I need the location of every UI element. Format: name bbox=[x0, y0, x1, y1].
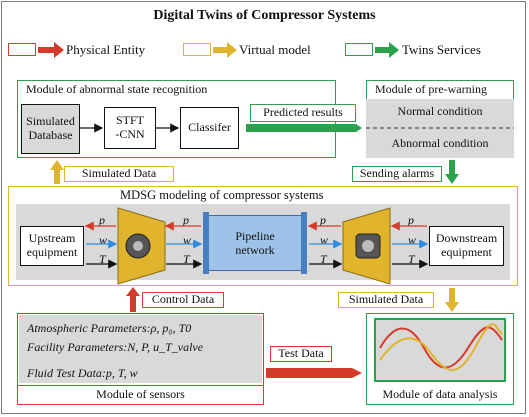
normal-condition-label: Normal condition bbox=[397, 104, 483, 119]
simulated-data-bottom-label: Simulated Data bbox=[338, 292, 434, 308]
var-p-1: p bbox=[99, 213, 105, 227]
simulated-database-box: Simulated Database bbox=[21, 104, 80, 154]
compressor-right-hub bbox=[362, 240, 374, 252]
recognition-title: Module of abnormal state recognition bbox=[26, 82, 208, 96]
var-w-1: w bbox=[99, 233, 108, 247]
upstream-equipment-box: Upstream equipment bbox=[20, 226, 84, 266]
sensors-title: Module of sensors bbox=[96, 387, 185, 402]
legend-services-arrow bbox=[375, 42, 399, 58]
sending-alarms-label: Sending alarms bbox=[352, 166, 442, 182]
flow-arrows-segment-3 bbox=[307, 221, 343, 269]
var-t-4: T bbox=[408, 252, 415, 266]
prewarning-title: Module of pre-warning bbox=[375, 82, 487, 96]
predicted-results-arrow bbox=[246, 124, 362, 132]
var-t-3: T bbox=[320, 252, 327, 266]
legend-virtual-arrow bbox=[213, 42, 237, 58]
sensors-divider bbox=[17, 385, 264, 386]
sending-alarms-arrow bbox=[445, 160, 459, 184]
var-w-3: w bbox=[320, 233, 329, 247]
legend-virtual-label: Virtual model bbox=[239, 42, 311, 57]
simulated-data-down-arrow bbox=[445, 288, 459, 312]
analysis-title: Module of data analysis bbox=[382, 387, 498, 402]
var-p-2: p bbox=[183, 213, 189, 227]
flow-arrows-segment-2 bbox=[164, 221, 203, 269]
flow-arrows-segment-4 bbox=[390, 221, 429, 269]
var-w-4: w bbox=[408, 233, 417, 247]
sensors-body bbox=[19, 315, 262, 383]
simulated-data-up-arrow bbox=[50, 160, 64, 184]
test-data-label: Test Data bbox=[270, 346, 332, 362]
pipeline-flange-left bbox=[203, 212, 209, 274]
downstream-equipment-box: Downstream equipment bbox=[429, 226, 504, 266]
mdsg-title: MDSG modeling of compressor systems bbox=[120, 188, 324, 202]
var-t-2: T bbox=[183, 252, 190, 266]
var-w-2: w bbox=[183, 233, 192, 247]
stft-cnn-box: STFT -CNN bbox=[104, 107, 156, 149]
legend-virtual-swatch bbox=[183, 43, 211, 56]
sensors-facility-line: Facility Parameters:N, P, u_T_valve bbox=[27, 340, 204, 354]
sensors-atmospheric-line: Atmospheric Parameters:ρ, p₀, T0 bbox=[27, 321, 192, 335]
pipeline-network-label: Pipeline network bbox=[235, 229, 275, 257]
pipeline-body bbox=[207, 215, 303, 271]
classifier-box: Classifer bbox=[180, 107, 239, 149]
legend-physical-arrow bbox=[38, 42, 64, 58]
var-p-3: p bbox=[320, 213, 326, 227]
legend-physical-label: Physical Entity bbox=[66, 42, 146, 57]
control-data-label: Control Data bbox=[142, 292, 224, 308]
sensors-fluid-line: Fluid Test Data:p, T, w bbox=[27, 366, 138, 380]
simulated-data-top-label: Simulated Data bbox=[64, 166, 174, 182]
flow-arrows-segment-1 bbox=[84, 221, 118, 269]
compressor-left-hub bbox=[133, 241, 143, 251]
legend-services-label: Twins Services bbox=[402, 42, 481, 57]
control-data-arrow bbox=[126, 287, 140, 312]
analysis-curve-yellow bbox=[379, 323, 503, 371]
test-data-arrow bbox=[266, 368, 362, 378]
var-t-1: T bbox=[99, 252, 106, 266]
pipeline-flange-right bbox=[301, 212, 307, 274]
diagram-title: Digital Twins of Compressor Systems bbox=[153, 8, 376, 23]
predicted-results-label: Predicted results bbox=[250, 104, 356, 122]
legend-services-swatch bbox=[345, 43, 373, 56]
legend-physical-swatch bbox=[8, 43, 36, 56]
var-p-4: p bbox=[408, 213, 414, 227]
abnormal-condition-label: Abnormal condition bbox=[391, 136, 489, 151]
